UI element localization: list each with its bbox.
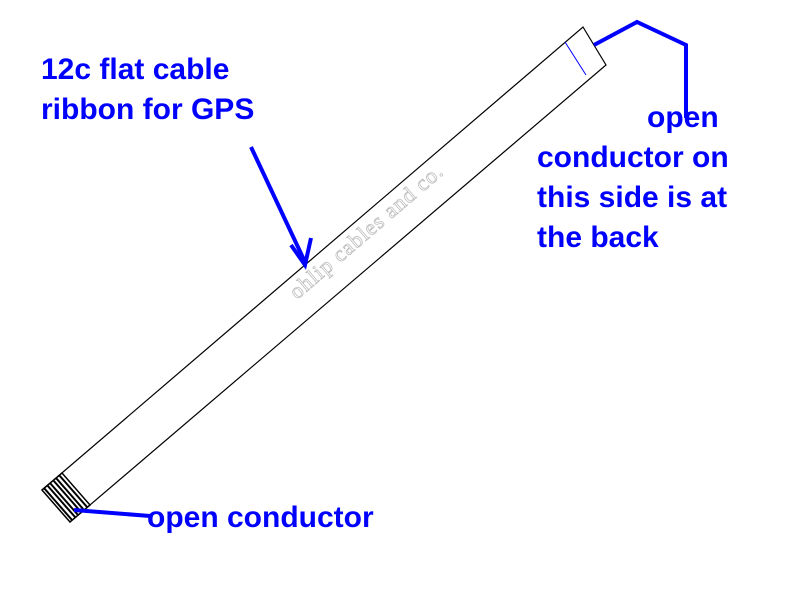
ribbon-title-label: 12c flat cable ribbon for GPS <box>41 50 254 130</box>
back-conductor-leader-line <box>593 19 688 118</box>
bottom-conductor-leader-line <box>73 508 151 518</box>
back-conductor-line1: open <box>647 101 719 134</box>
back-conductor-line2: conductor on <box>537 141 729 174</box>
cable-end-marker-line <box>564 41 587 76</box>
ribbon-pointer-arrow <box>249 146 313 270</box>
cable-watermark-text: ohlip cables and co. <box>284 158 448 304</box>
back-conductor-line4: the back <box>537 221 659 254</box>
ribbon-title-line1: 12c flat cable <box>41 53 230 86</box>
back-conductor-line3: this side is at <box>537 181 728 214</box>
bottom-conductor-label: open conductor <box>147 501 374 534</box>
back-conductor-label: open conductor on this side is at the ba… <box>537 98 729 258</box>
ribbon-title-line2: ribbon for GPS <box>41 93 255 126</box>
